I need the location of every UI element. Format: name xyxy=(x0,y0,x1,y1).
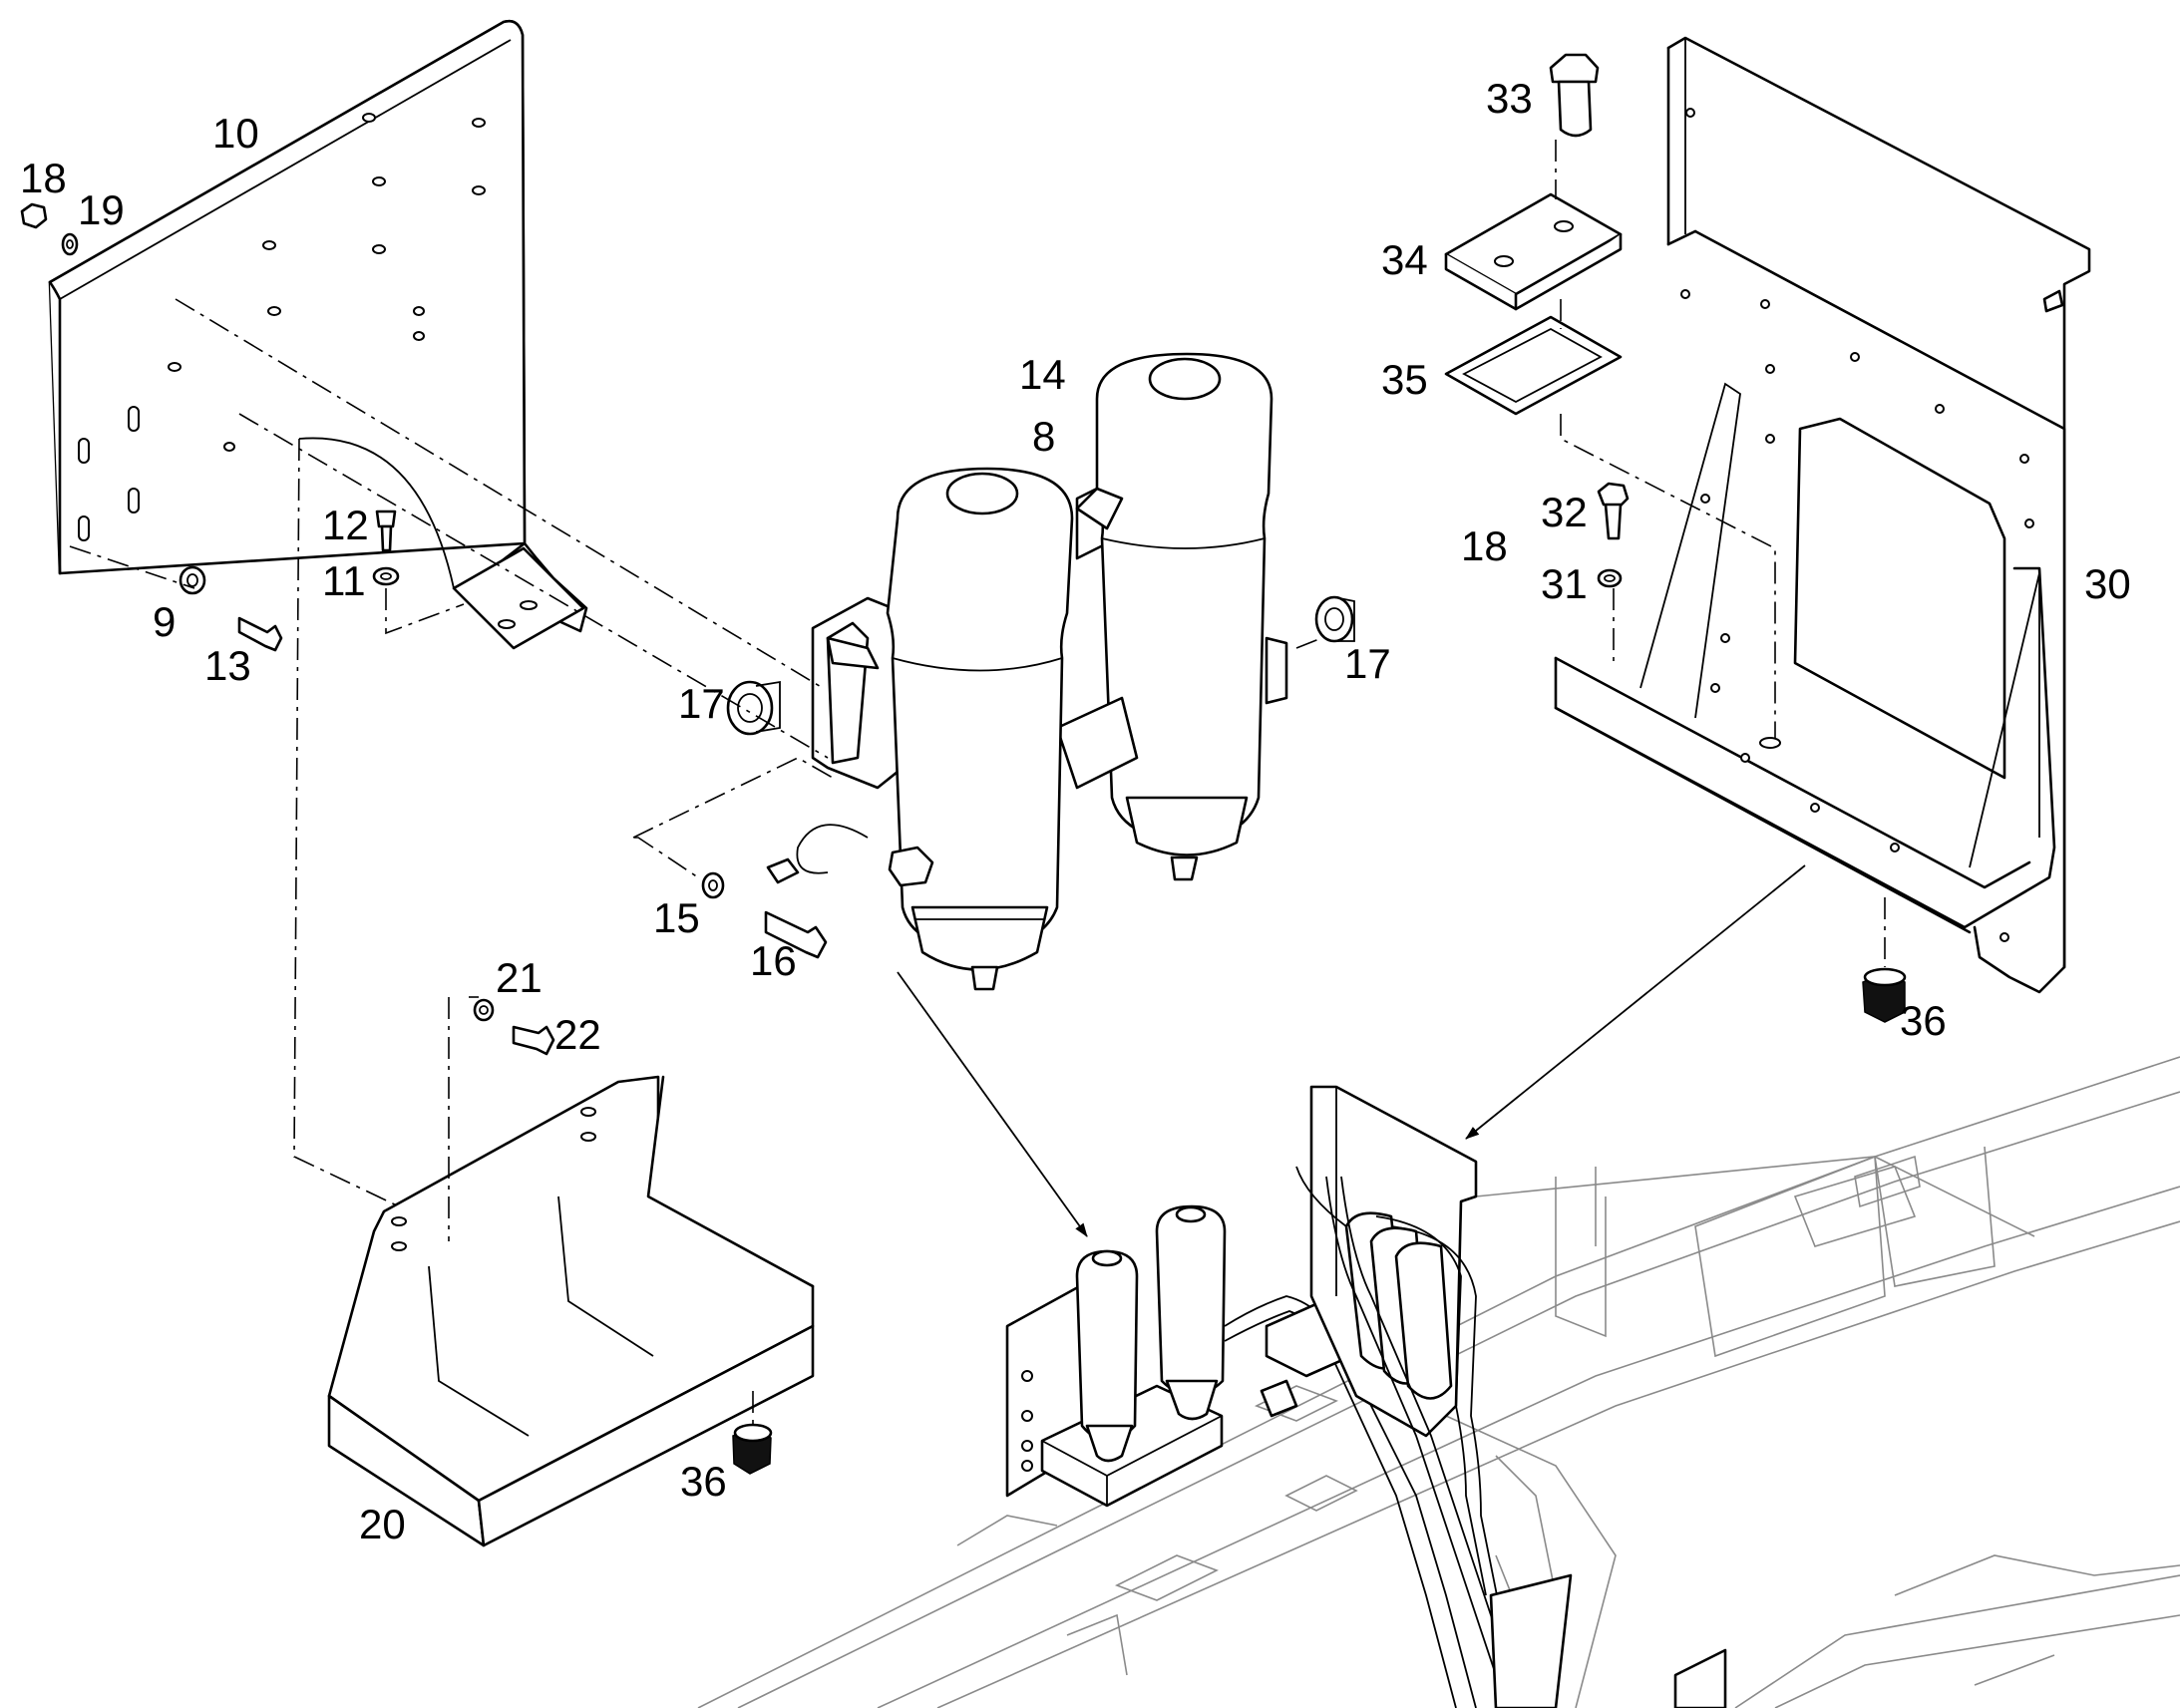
callout-36-right: 36 xyxy=(1900,997,1947,1044)
callout-16: 16 xyxy=(750,937,797,984)
callout-8: 8 xyxy=(1032,413,1055,460)
washer-9 xyxy=(179,565,206,595)
bolt-33 xyxy=(1549,53,1600,138)
bolt-13 xyxy=(237,616,283,652)
callout-33: 33 xyxy=(1486,75,1533,122)
washer-19 xyxy=(61,232,79,256)
callout-15: 15 xyxy=(653,894,700,941)
mounting-plate xyxy=(48,20,588,650)
washer-21 xyxy=(473,998,495,1022)
callout-31: 31 xyxy=(1541,560,1588,607)
gasket-35 xyxy=(1444,315,1623,416)
callout-35: 35 xyxy=(1381,356,1428,403)
callout-10: 10 xyxy=(212,110,259,157)
bolt-22 xyxy=(512,1025,555,1056)
bracket xyxy=(1554,36,2091,994)
drain-plug-36-right xyxy=(1862,967,1907,1023)
callout-34: 34 xyxy=(1381,236,1428,283)
callout-32: 32 xyxy=(1541,489,1588,535)
fitting-17-left xyxy=(726,680,781,736)
alignment-lines xyxy=(69,140,1886,1424)
washer-31 xyxy=(1597,568,1623,588)
callout-17: 17 xyxy=(678,680,725,727)
washer-15 xyxy=(701,871,725,899)
screw-12 xyxy=(375,510,397,552)
callout-20: 20 xyxy=(359,1501,406,1547)
callout-17-right: 17 xyxy=(1344,640,1391,687)
callout-36: 36 xyxy=(680,1458,727,1505)
installed-assembly xyxy=(1005,1085,1727,1708)
callout-13: 13 xyxy=(204,642,251,689)
plate-34 xyxy=(1444,192,1623,311)
callout-18-right: 18 xyxy=(1461,522,1508,569)
bolt-16 xyxy=(764,910,828,959)
tray xyxy=(327,1075,815,1547)
callout-19: 19 xyxy=(78,186,125,233)
callout-30: 30 xyxy=(2084,560,2131,607)
chassis-frame xyxy=(697,1056,2180,1708)
nut-18 xyxy=(20,202,48,229)
callout-21: 21 xyxy=(496,954,543,1001)
callout-14: 14 xyxy=(1019,351,1066,398)
screw-32 xyxy=(1597,482,1630,540)
callout-18: 18 xyxy=(20,155,67,201)
fitting-17-right xyxy=(1314,595,1355,643)
callout-labels: 10 18 19 12 11 9 13 14 8 17 17 15 16 21 … xyxy=(20,75,2131,1547)
installation-arrows xyxy=(897,864,1806,1237)
callout-11: 11 xyxy=(322,557,366,604)
callout-12: 12 xyxy=(322,502,369,548)
callout-9: 9 xyxy=(153,598,176,645)
drain-plug-36-left xyxy=(732,1423,773,1475)
callout-22: 22 xyxy=(554,1011,601,1058)
fuel-filter-assembly xyxy=(766,352,1288,991)
washer-11 xyxy=(372,566,400,586)
